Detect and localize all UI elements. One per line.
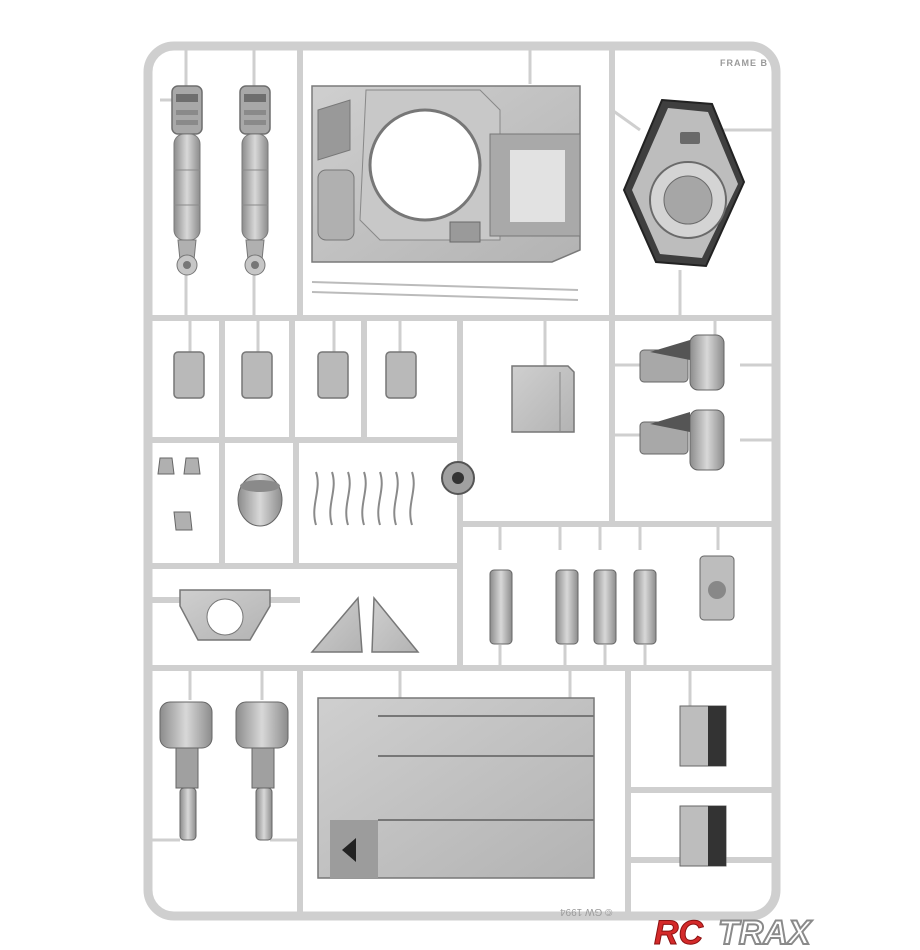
center-plate-part — [511, 365, 575, 433]
curved-bracket-part — [179, 589, 271, 641]
barrel-part-left — [171, 85, 203, 276]
sponson-gun-lower — [639, 409, 725, 471]
svg-text:TRAX: TRAX — [718, 914, 813, 948]
hull-plate-part — [317, 697, 595, 879]
barrel-part-right — [239, 85, 271, 276]
lower-gun-left — [159, 701, 213, 841]
sponson-gun-upper — [639, 334, 725, 391]
sprue-outer-frame — [143, 41, 781, 921]
armor-bracket-lower — [679, 805, 727, 867]
frame-label: FRAME B — [720, 58, 768, 68]
emblem-plate-part — [699, 555, 735, 621]
copyright-text: © GW 1994 — [560, 906, 613, 917]
smoke-launchers — [489, 569, 657, 645]
sprue-gates — [148, 46, 776, 842]
track-links — [313, 471, 415, 526]
rctrax-logo: RC TRAX — [654, 913, 814, 948]
hub-part — [441, 461, 475, 495]
turret-ring-part — [622, 98, 746, 268]
small-clips — [157, 457, 201, 531]
wedge-parts — [310, 595, 420, 653]
small-panels — [173, 351, 417, 399]
svg-text:RC: RC — [654, 914, 704, 948]
sprue-runners — [148, 46, 776, 916]
armor-bracket-upper — [679, 705, 727, 767]
dome-part — [237, 473, 283, 527]
lower-gun-right — [235, 701, 289, 841]
turret-hull-part — [311, 85, 581, 301]
